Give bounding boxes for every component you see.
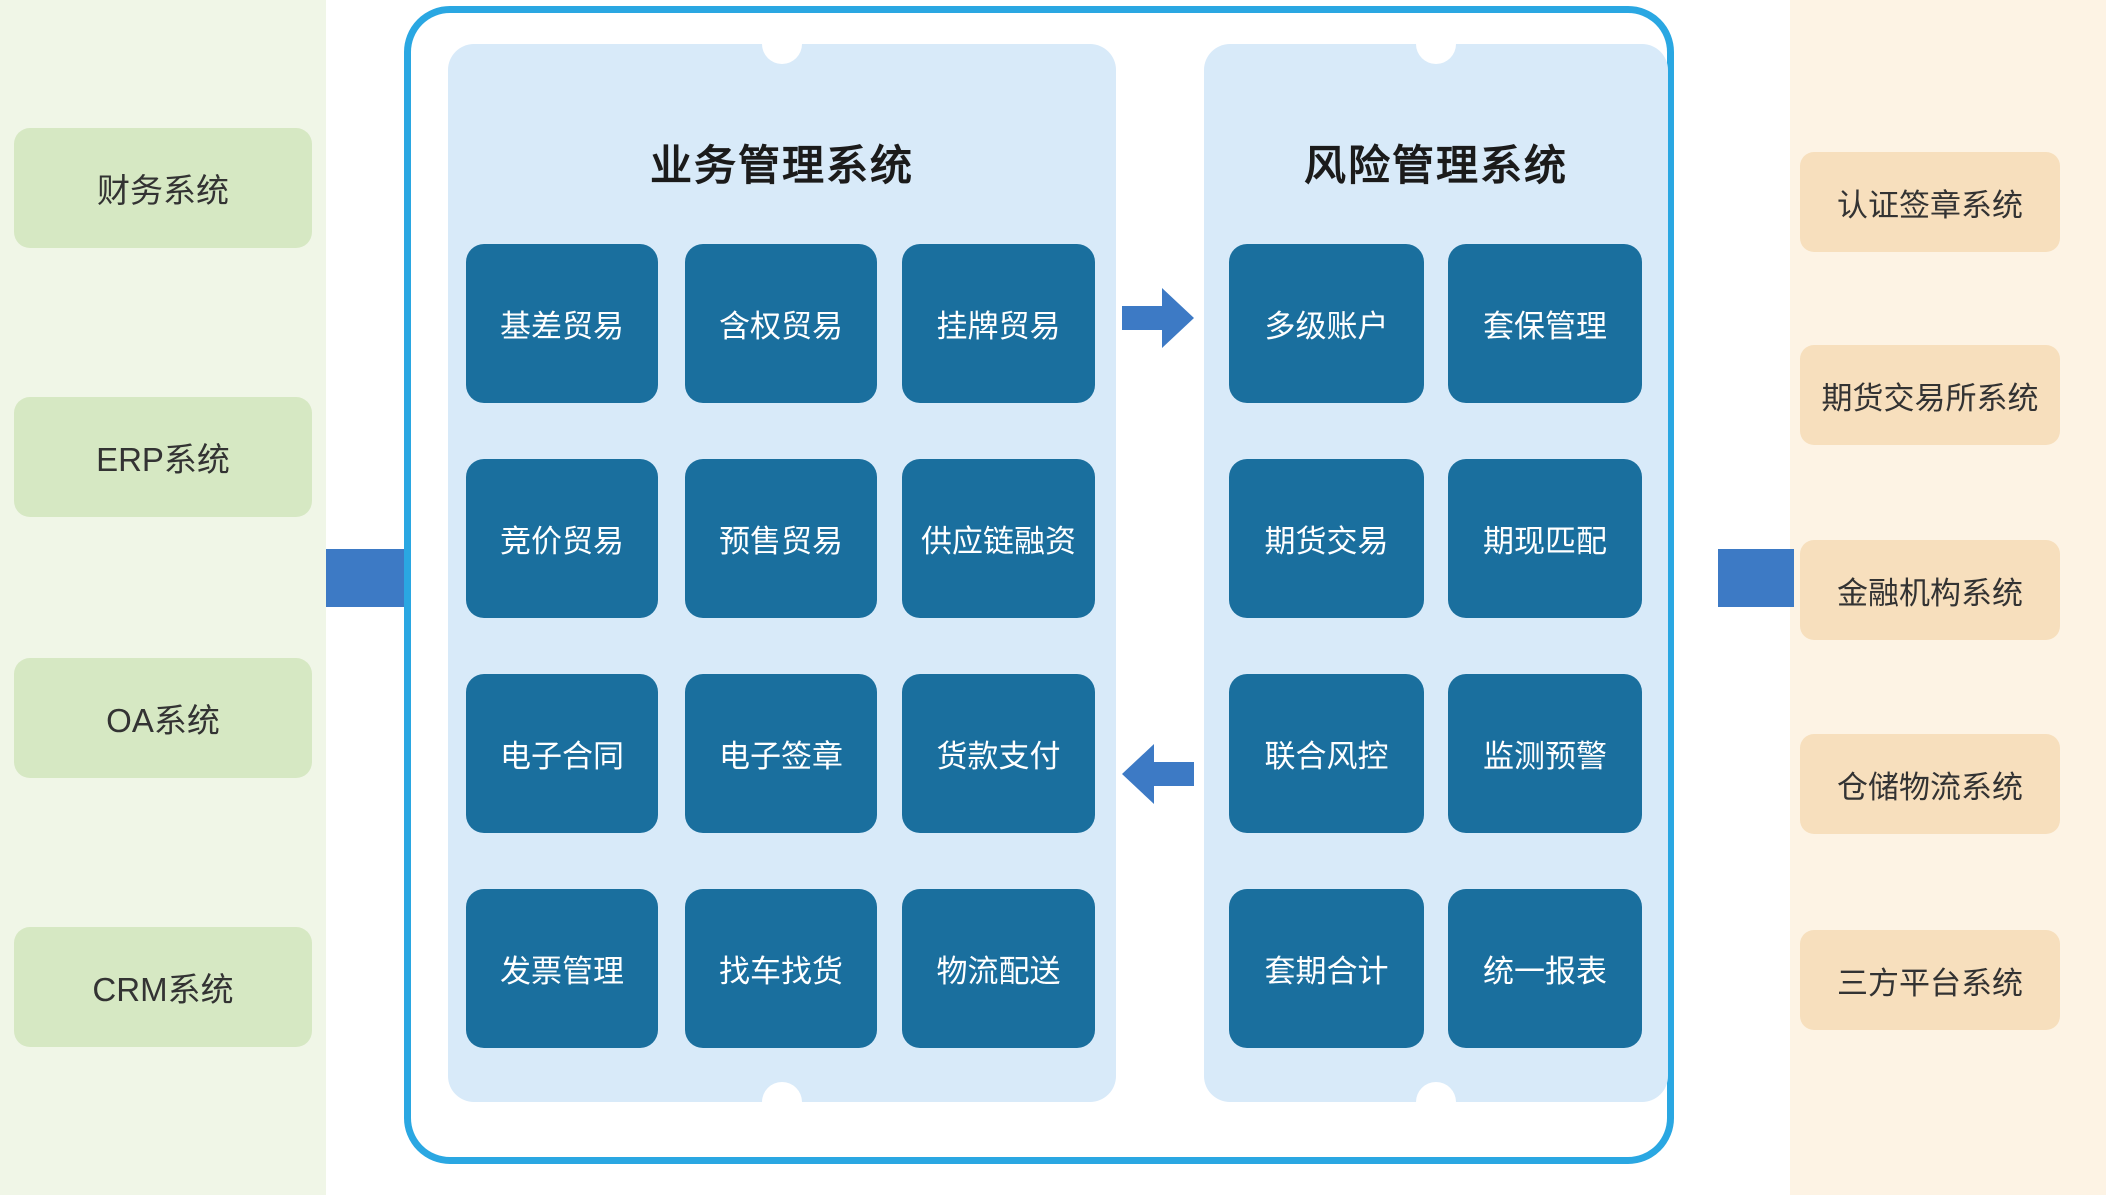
- right-system-label: 仓储物流系统: [1837, 769, 2023, 805]
- business-tile: 含权贸易: [685, 244, 877, 403]
- business-tile: 货款支付: [902, 674, 1095, 833]
- risk-tile: 监测预警: [1448, 674, 1642, 833]
- business-tile: 电子签章: [685, 674, 877, 833]
- business-tile: 挂牌贸易: [902, 244, 1095, 403]
- business-tile: 物流配送: [902, 889, 1095, 1048]
- business-tile: 预售贸易: [685, 459, 877, 618]
- left-connector-bar: [326, 549, 404, 607]
- business-tile: 竞价贸易: [466, 459, 658, 618]
- right-system-label: 期货交易所系统: [1821, 380, 2039, 416]
- risk-tile: 套保管理: [1448, 244, 1642, 403]
- risk-tile: 多级账户: [1229, 244, 1424, 403]
- business-tile: 基差贸易: [466, 244, 658, 403]
- left-system-label: CRM系统: [92, 971, 234, 1008]
- business-tile: 电子合同: [466, 674, 658, 833]
- left-system-label: OA系统: [106, 702, 220, 739]
- arrow-right-icon: [1122, 286, 1194, 350]
- risk-tile: 期货交易: [1229, 459, 1424, 618]
- risk-tile: 统一报表: [1448, 889, 1642, 1048]
- left-system-label: ERP系统: [96, 441, 230, 478]
- right-system-label: 三方平台系统: [1837, 965, 2023, 1001]
- right-system-label: 金融机构系统: [1837, 575, 2023, 611]
- right-connector-bar: [1718, 549, 1794, 607]
- left-system-item: 财务系统: [14, 128, 312, 248]
- right-system-item: 仓储物流系统: [1800, 734, 2060, 834]
- left-system-item: CRM系统: [14, 927, 312, 1047]
- left-system-item: OA系统: [14, 658, 312, 778]
- internal-systems-column: 财务系统 ERP系统 OA系统 CRM系统: [0, 0, 326, 1195]
- business-panel-title: 业务管理系统: [649, 142, 914, 189]
- right-system-item: 金融机构系统: [1800, 540, 2060, 640]
- arrow-left-icon: [1122, 742, 1194, 806]
- panel-notch: [1416, 24, 1456, 64]
- panel-notch: [1416, 1082, 1456, 1122]
- left-system-label: 财务系统: [97, 172, 229, 209]
- business-tile: 发票管理: [466, 889, 658, 1048]
- risk-tile: 期现匹配: [1448, 459, 1642, 618]
- right-system-item: 期货交易所系统: [1800, 345, 2060, 445]
- right-system-item: 认证签章系统: [1800, 152, 2060, 252]
- right-system-label: 认证签章系统: [1837, 187, 2023, 223]
- left-system-item: ERP系统: [14, 397, 312, 517]
- risk-tile: 套期合计: [1229, 889, 1424, 1048]
- panel-notch: [762, 1082, 802, 1122]
- business-tile: 找车找货: [685, 889, 877, 1048]
- risk-tile: 联合风控: [1229, 674, 1424, 833]
- business-tile: 供应链融资: [902, 459, 1095, 618]
- panel-notch: [762, 24, 802, 64]
- right-system-item: 三方平台系统: [1800, 930, 2060, 1030]
- risk-panel-title: 风险管理系统: [1303, 142, 1568, 189]
